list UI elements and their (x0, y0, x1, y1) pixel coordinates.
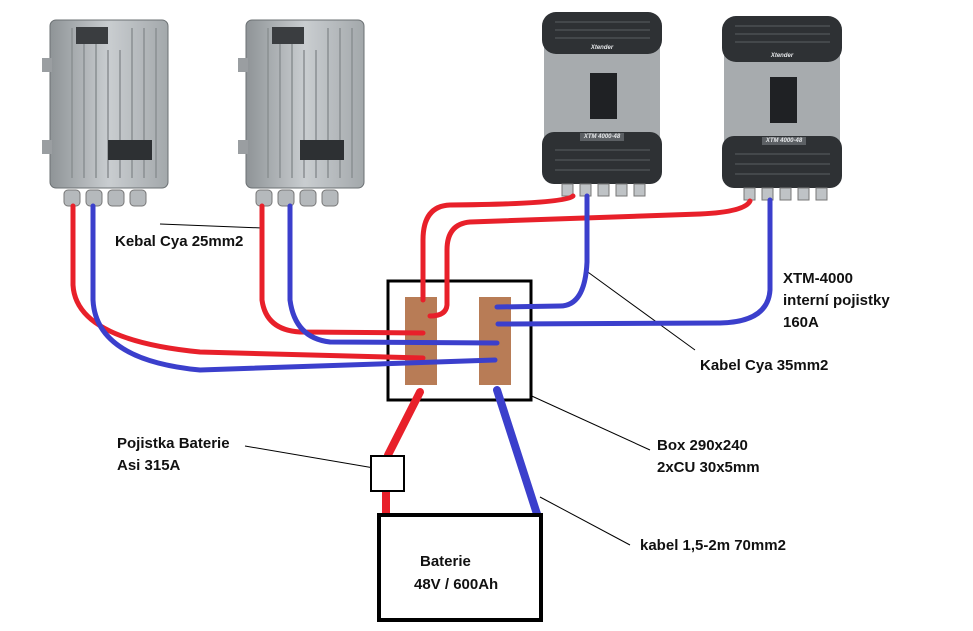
wire-inverter1-negative (494, 193, 590, 310)
inverter-1 (542, 12, 662, 197)
label-line: interní pojistky (783, 292, 890, 309)
inverter-1-brand-strip: Xtender (590, 45, 614, 51)
wire-battery-negative (493, 386, 541, 518)
label-battery-name: Baterie (420, 553, 471, 570)
label-line: Pojistka Baterie (117, 435, 230, 452)
label-inverter-cable: Kabel Cya 35mm2 (700, 357, 829, 374)
wire-charger1-positive (70, 203, 426, 361)
inverter-2 (722, 16, 842, 201)
label-line: Box 290x240 (657, 437, 748, 454)
label-line: Asi 315A (117, 457, 181, 474)
label-charger-cable: Kebal Cya 25mm2 (115, 233, 244, 250)
battery-fuse (370, 455, 405, 492)
label-inverter-fuse: XTM-4000 interní pojistky 160A (783, 268, 890, 334)
wire-charger2-positive (259, 203, 426, 336)
solar-charger-2 (238, 19, 365, 207)
wire-charger1-negative (90, 203, 498, 373)
leader-box (511, 386, 651, 451)
label-line: 160A (783, 314, 819, 331)
steca-logo (272, 27, 304, 44)
label-line: 2xCU 30x5mm (657, 459, 760, 476)
leader-inverter-cable (584, 269, 696, 351)
label-battery-spec: 48V / 600Ah (414, 576, 499, 593)
negative-wires (90, 193, 773, 373)
inverter-2-model-plate: XTM 4000-48 (765, 138, 803, 144)
label-box: Box 290x240 2xCU 30x5mm (657, 435, 760, 479)
wire-inverter2-positive (427, 198, 753, 319)
leader-battery-fuse (244, 445, 375, 469)
solar-charger-1 (42, 19, 169, 207)
wire-inverter2-negative (495, 197, 773, 327)
leader-battery-cable (539, 496, 631, 546)
inverter-1-model-plate: XTM 4000-48 (583, 134, 621, 140)
label-line: XTM-4000 (783, 270, 854, 287)
battery (377, 513, 543, 622)
wire-charger2-negative (287, 203, 500, 346)
inverter-2-brand-strip: Xtender (770, 53, 794, 59)
leader-lines (159, 223, 696, 546)
leader-charger-cable (159, 223, 263, 229)
label-battery-fuse: Pojistka Baterie Asi 315A (117, 433, 230, 477)
wire-inverter1-positive (420, 193, 576, 303)
positive-wires (70, 193, 753, 361)
wire-battery-positive (384, 388, 424, 459)
steca-logo (76, 27, 108, 44)
label-battery-cable: kabel 1,5-2m 70mm2 (640, 537, 786, 554)
